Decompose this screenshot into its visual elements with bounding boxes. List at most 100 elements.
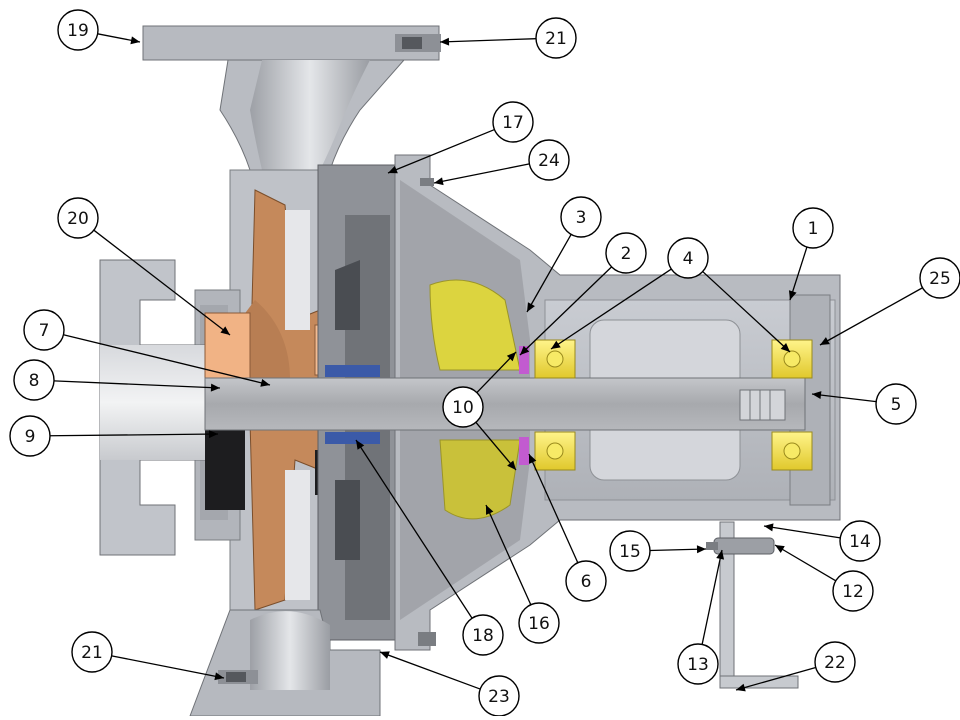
suction-flange — [99, 259, 210, 556]
callout-circle — [23, 309, 65, 351]
leader-arrow-c1 — [788, 290, 797, 300]
callout-c17: 17 — [492, 101, 534, 143]
callout-circle — [9, 415, 51, 457]
leader-arrow-c15 — [696, 545, 706, 554]
callout-number: 5 — [891, 395, 902, 415]
callout-number: 15 — [619, 542, 641, 562]
leader-line-c17 — [387, 128, 495, 174]
callout-number: 12 — [842, 582, 864, 602]
callout-c10: 10 — [442, 386, 484, 428]
callout-c22: 22 — [814, 641, 856, 683]
bearing-outboard — [771, 339, 813, 471]
leader-arrow-c3 — [527, 302, 535, 312]
callout-number: 3 — [576, 208, 587, 228]
leader-line-c23 — [379, 651, 481, 690]
leader-line-c15 — [649, 548, 707, 552]
leader-line-c9 — [49, 433, 219, 437]
callout-c12: 12 — [832, 570, 874, 612]
leader-line-c3 — [526, 234, 572, 313]
callout-c15: 15 — [609, 530, 651, 572]
callout-circle — [792, 207, 834, 249]
leader-arrow-c17 — [388, 165, 398, 174]
leader-line-c21a — [439, 38, 537, 43]
callout-number: 22 — [824, 653, 846, 673]
mechanical-seal — [325, 365, 380, 444]
callout-number: 4 — [683, 249, 694, 269]
leader-arrow-c4 — [551, 340, 561, 349]
leader-arrow-c21b — [214, 672, 224, 681]
leader-arrow-c10 — [506, 352, 516, 362]
callout-circle — [667, 237, 709, 279]
callout-number: 14 — [849, 532, 871, 552]
callout-c1: 1 — [792, 207, 834, 249]
callout-number: 8 — [29, 371, 40, 391]
callout-number: 18 — [472, 626, 494, 646]
leader-line-c2 — [519, 266, 613, 356]
leader-line-c10 — [475, 421, 517, 471]
callout-c13: 13 — [677, 643, 719, 685]
callout-number: 19 — [67, 21, 89, 41]
callout-c20: 20 — [57, 197, 99, 239]
leader-line-c20 — [93, 229, 231, 336]
leader-line-c4 — [550, 268, 672, 350]
callout-circle — [814, 641, 856, 683]
callout-number: 21 — [81, 643, 103, 663]
discharge-flange — [142, 25, 441, 61]
leader-line-c13 — [701, 549, 723, 645]
callout-number: 10 — [452, 398, 474, 418]
leader-arrow-c24 — [434, 177, 444, 186]
callout-number: 6 — [581, 572, 592, 592]
callout-c3: 3 — [560, 196, 602, 238]
leader-line-c25 — [819, 287, 923, 346]
callout-circle — [565, 560, 607, 602]
callout-number: 17 — [502, 113, 524, 133]
leader-arrow-c4 — [780, 342, 790, 352]
callout-c23: 23 — [478, 675, 520, 717]
callout-c19: 19 — [57, 9, 99, 51]
cover-studs — [418, 178, 436, 646]
leader-line-c14 — [763, 525, 841, 539]
callout-c16: 16 — [518, 602, 560, 644]
callout-number: 20 — [67, 209, 89, 229]
support-foot — [706, 521, 799, 689]
callout-number: 25 — [929, 269, 951, 289]
callout-circle — [605, 232, 647, 274]
casing-foot — [189, 609, 381, 717]
callout-circle — [492, 101, 534, 143]
leader-arrow-c22 — [736, 683, 746, 692]
leader-arrow-c5 — [812, 391, 822, 400]
leader-line-c5 — [811, 393, 877, 403]
leader-arrow-c7 — [260, 378, 270, 387]
oil-seal-ring — [519, 346, 529, 465]
callout-circle — [442, 386, 484, 428]
leader-arrow-c2 — [520, 345, 530, 355]
callout-number: 1 — [808, 219, 819, 239]
leader-arrow-c14 — [764, 523, 774, 532]
shaft — [204, 377, 806, 431]
callout-circle — [919, 257, 960, 299]
callout-c25: 25 — [919, 257, 960, 299]
leader-arrow-c13 — [716, 550, 725, 560]
callout-c9: 9 — [9, 415, 51, 457]
leader-arrow-c8 — [210, 383, 220, 392]
callout-number: 24 — [538, 151, 560, 171]
leader-line-c18 — [355, 439, 473, 619]
callout-c21a: 21 — [535, 17, 577, 59]
callout-circle — [677, 643, 719, 685]
callout-c24: 24 — [528, 139, 570, 181]
callout-c4: 4 — [667, 237, 709, 279]
leader-arrow-c12 — [775, 545, 785, 554]
callout-circle — [528, 139, 570, 181]
callout-number: 7 — [39, 321, 50, 341]
callout-circle — [875, 383, 917, 425]
callout-c8: 8 — [13, 359, 55, 401]
callout-number: 16 — [528, 614, 550, 634]
callout-c18: 18 — [462, 614, 504, 656]
leader-line-c6 — [528, 453, 579, 564]
oil-deflector — [429, 279, 521, 520]
leader-arrow-c23 — [380, 651, 390, 659]
leader-arrow-c20 — [220, 326, 230, 335]
callout-number: 9 — [25, 427, 36, 447]
leader-arrow-c6 — [529, 454, 537, 464]
